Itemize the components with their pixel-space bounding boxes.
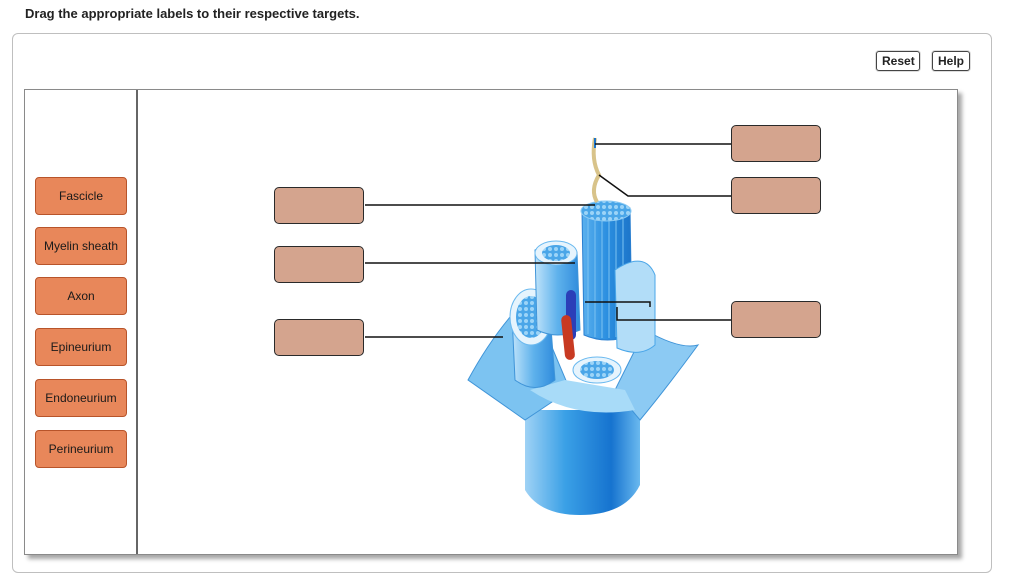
- label-fascicle[interactable]: Fascicle: [35, 177, 127, 215]
- label-endoneurium[interactable]: Endoneurium: [35, 379, 127, 417]
- artery-shape: [561, 315, 575, 360]
- label-perineurium[interactable]: Perineurium: [35, 430, 127, 468]
- nerve-trunk-shape: [525, 410, 640, 515]
- nerve-diagram: [365, 137, 731, 515]
- label-epineurium[interactable]: Epineurium: [35, 328, 127, 366]
- drop-target-5[interactable]: [731, 177, 821, 214]
- instruction-text: Drag the appropriate labels to their res…: [25, 6, 360, 21]
- reset-button[interactable]: Reset: [876, 51, 920, 71]
- label-panel-divider: [136, 90, 138, 554]
- drop-target-6[interactable]: [731, 301, 821, 338]
- drop-target-3[interactable]: [274, 319, 364, 356]
- drag-drop-workspace: Fascicle Myelin sheath Axon Epineurium E…: [24, 89, 958, 555]
- label-myelin-sheath[interactable]: Myelin sheath: [35, 227, 127, 265]
- drop-target-4[interactable]: [731, 125, 821, 162]
- help-button[interactable]: Help: [932, 51, 970, 71]
- drop-target-1[interactable]: [274, 187, 364, 224]
- drop-target-2[interactable]: [274, 246, 364, 283]
- label-axon[interactable]: Axon: [35, 277, 127, 315]
